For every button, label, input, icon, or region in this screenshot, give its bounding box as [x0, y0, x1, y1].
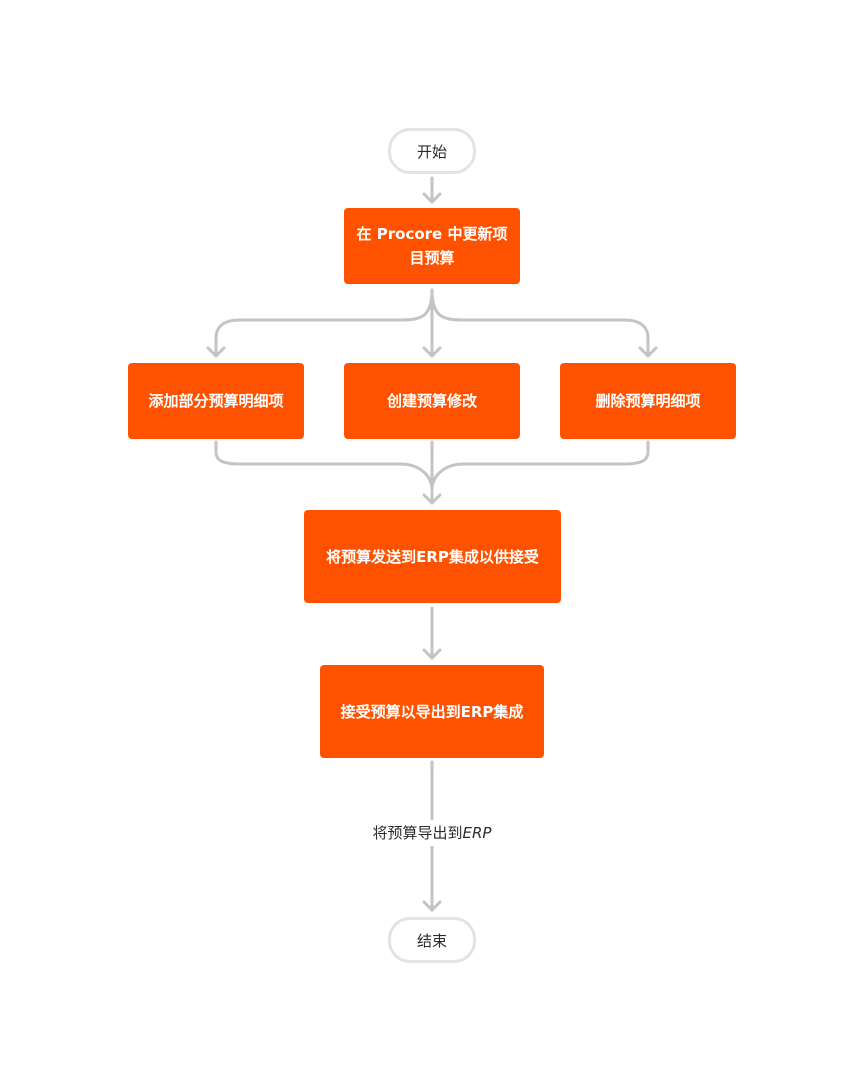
connector-update-to-right — [430, 288, 650, 358]
accept-and-export-node: 接受预算以导出到ERP集成 — [320, 665, 544, 758]
arrowhead-middle-branch — [422, 346, 442, 358]
export-edge-label-suffix: ERP — [462, 824, 492, 842]
connector-right-to-send — [430, 440, 650, 492]
arrowhead-end — [422, 900, 442, 912]
arrowhead-send — [422, 493, 442, 505]
add-line-items-node: 添加部分预算明细项 — [128, 363, 304, 439]
connector-update-to-left — [214, 288, 434, 358]
delete-line-items-node: 删除预算明细项 — [560, 363, 736, 439]
end-node: 结束 — [388, 917, 476, 963]
arrowhead-accept — [422, 648, 442, 660]
accept-and-export-label: 接受预算以导出到ERP集成 — [340, 702, 524, 721]
update-budget-node: 在 Procore 中更新项目预算 — [344, 208, 520, 284]
start-node: 开始 — [388, 128, 476, 174]
export-edge-label: 将预算导出到ERP — [332, 820, 532, 846]
send-for-acceptance-label: 将预算发送到ERP集成以供接受 — [326, 547, 539, 566]
arrowhead-update — [422, 192, 442, 204]
delete-line-items-label: 删除预算明细项 — [595, 392, 701, 410]
arrowhead-left-branch — [206, 346, 226, 358]
add-line-items-label: 添加部分预算明细项 — [148, 392, 284, 410]
export-edge-label-prefix: 将预算导出到 — [372, 824, 463, 842]
connector-left-to-send — [214, 440, 434, 492]
create-modification-node: 创建预算修改 — [344, 363, 520, 439]
start-label: 开始 — [416, 142, 447, 161]
update-budget-label: 在 Procore 中更新项目预算 — [356, 225, 508, 267]
arrowhead-right-branch — [638, 346, 658, 358]
end-label: 结束 — [416, 931, 447, 950]
send-for-acceptance-node: 将预算发送到ERP集成以供接受 — [304, 510, 561, 603]
create-modification-label: 创建预算修改 — [386, 392, 477, 410]
